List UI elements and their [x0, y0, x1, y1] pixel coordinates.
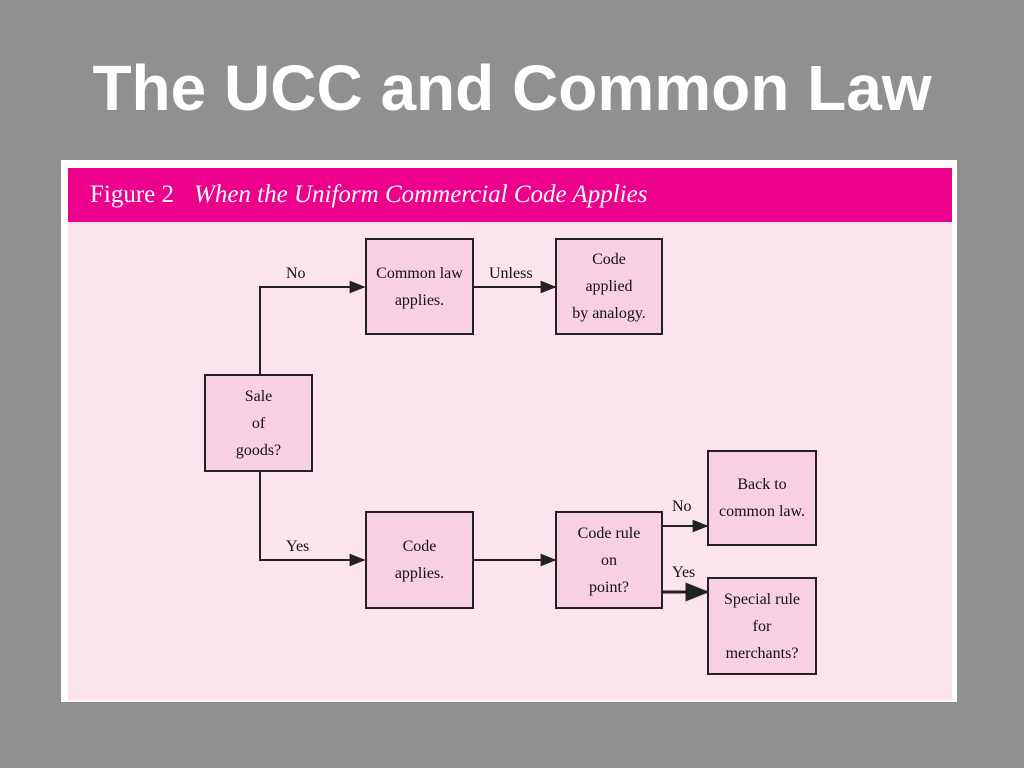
edge-no-sale-to-common-law — [259, 280, 366, 374]
edge-yes-sale-to-code — [259, 472, 366, 567]
node-line: goods? — [235, 441, 282, 459]
edge-label-yes: Yes — [286, 538, 310, 555]
node-line: applied — [585, 278, 633, 295]
node-line: of — [251, 414, 266, 432]
node-line: by analogy. — [572, 305, 646, 322]
figure-panel: Figure 2 When the Uniform Commercial Cod… — [61, 160, 957, 702]
node-line: Code — [592, 251, 626, 268]
figure-body: Figure 2 When the Uniform Commercial Cod… — [68, 168, 952, 700]
node-line: Code rule — [577, 524, 641, 542]
node-line: point? — [589, 578, 629, 596]
node-line: Back to — [737, 476, 787, 493]
node-line: merchants? — [725, 644, 799, 662]
node-line: applies. — [394, 565, 445, 582]
node-back-to-common-law: Back to common law. — [707, 450, 817, 546]
node-line: Special rule — [724, 590, 800, 608]
node-line: Code — [402, 538, 437, 555]
node-sale-of-goods: Sale of goods? — [204, 374, 313, 472]
node-common-law-applies: Common law applies. — [365, 238, 474, 335]
slide-title: The UCC and Common Law — [92, 52, 932, 124]
node-line: applies. — [394, 291, 445, 309]
edge-label-unless: Unless — [489, 265, 533, 282]
flowchart-connectors — [259, 280, 710, 602]
figure-number: Figure 2 — [90, 181, 175, 208]
node-line: Common law — [376, 264, 463, 282]
node-code-applies: Code applies. — [365, 511, 474, 609]
node-line: for — [752, 617, 772, 635]
edge-label-no: No — [286, 265, 306, 282]
figure-header: Figure 2 When the Uniform Commercial Cod… — [68, 168, 952, 222]
node-special-rule-for-merchants: Special rule for merchants? — [707, 577, 817, 675]
node-line: on — [601, 551, 617, 569]
edge-label-no-rule: No — [672, 498, 692, 515]
figure-title: When the Uniform Commercial Code Applies — [194, 181, 648, 208]
edge-label-yes-rule: Yes — [672, 564, 696, 581]
node-code-rule-on-point: Code rule on point? — [555, 511, 663, 609]
node-line: Sale — [244, 387, 273, 405]
node-code-applied-by-analogy: Code applied by analogy. — [555, 238, 663, 335]
node-line: common law. — [718, 503, 806, 520]
